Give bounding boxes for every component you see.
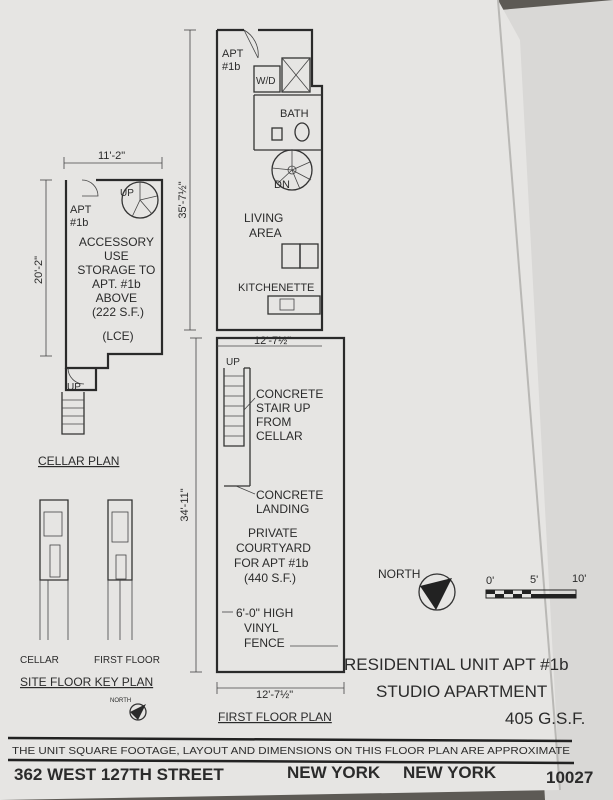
- concrete-stair: [223, 368, 245, 447]
- ff-width-dimension: 12'-7½": [254, 335, 291, 347]
- sink: [271, 127, 283, 141]
- footer-street: 362 WEST 127TH STREET: [14, 765, 224, 784]
- scale-label-10: 10': [572, 573, 586, 585]
- ff-bottom-width-dimension: 12'-7½": [256, 689, 293, 701]
- stove: [281, 243, 301, 269]
- cellar-apt-label: APT #1b: [70, 204, 94, 229]
- scale-bar: [485, 589, 577, 599]
- key-plan-north-label: NORTH: [110, 698, 131, 704]
- apartment-outline: [215, 28, 324, 332]
- dn-label: DN: [274, 179, 290, 191]
- first-floor-plan-title: FIRST FLOOR PLAN: [218, 710, 332, 724]
- cellar-up-label-top: UP: [120, 188, 134, 199]
- footer-zip: 10027: [546, 768, 593, 787]
- courtyard-note: PRIVATE COURTYARD FOR APT #1b (440 S.F.): [234, 526, 314, 585]
- legend: NORTH 0' 5' 10': [378, 567, 586, 611]
- north-arrow-icon: [418, 573, 456, 611]
- unit-title-line1: RESIDENTIAL UNIT APT #1b: [344, 655, 569, 674]
- kitchen-counter: [267, 295, 321, 315]
- stair-up-label: UP: [226, 357, 240, 368]
- washer-dryer: [253, 65, 281, 93]
- site-key-plan: CELLAR FIRST FLOOR SITE FLOOR KEY PLAN N…: [20, 499, 160, 721]
- key-plan-first-floor-label: FIRST FLOOR: [94, 655, 160, 666]
- footer-city: NEW YORK: [287, 763, 381, 782]
- bath-label: BATH: [280, 108, 309, 120]
- first-floor-plan: APT #1b W/D BATH DN LIVING AREA KITCHENE…: [177, 28, 346, 724]
- site-floor-key-plan-title: SITE FLOOR KEY PLAN: [20, 675, 153, 689]
- cellar-stair: [61, 392, 85, 435]
- cellar-up-label-bottom: UP: [67, 382, 81, 393]
- courtyard-dimension: 34'-11": [179, 488, 191, 521]
- scale-label-5: 5': [530, 574, 538, 586]
- wd-label: W/D: [256, 76, 275, 87]
- ff-apt-label: APT #1b: [222, 48, 246, 73]
- kitchenette-label: KITCHENETTE: [238, 282, 314, 294]
- lce-label: (LCE): [102, 329, 133, 343]
- toilet: [294, 122, 310, 142]
- courtyard-outline: [215, 336, 346, 674]
- footer-state: NEW YORK: [403, 763, 497, 782]
- north-label: NORTH: [378, 567, 420, 581]
- living-area-label: LIVING AREA: [244, 211, 287, 240]
- fence-note: 6'-0" HIGH VINYL FENCE: [236, 606, 297, 650]
- cellar-height-dimension: 20'-2": [33, 256, 45, 284]
- fridge: [299, 243, 319, 269]
- cellar-plan-title: CELLAR PLAN: [38, 454, 119, 468]
- unit-title-line2: STUDIO APARTMENT: [376, 682, 547, 701]
- key-plan-cellar-label: CELLAR: [20, 655, 59, 666]
- unit-title-line3: 405 G.S.F.: [505, 709, 585, 728]
- storage-note: ACCESSORY USE STORAGE TO APT. #1b ABOVE …: [77, 235, 158, 319]
- ff-height-dimension: 35'-7½": [177, 181, 189, 218]
- cellar-width-dimension: 11'-2": [98, 150, 125, 162]
- concrete-stair-note: CONCRETE STAIR UP FROM CELLAR: [256, 387, 327, 443]
- cellar-plan: 11'-2" 20'-2" UP APT #1b ACCESSORY USE S…: [33, 150, 164, 468]
- disclaimer-text: THE UNIT SQUARE FOOTAGE, LAYOUT AND DIME…: [12, 746, 570, 757]
- shower: [281, 57, 311, 93]
- concrete-landing-note: CONCRETE LANDING: [256, 488, 327, 516]
- scale-label-0: 0': [486, 575, 494, 587]
- unit-title-block: RESIDENTIAL UNIT APT #1b STUDIO APARTMEN…: [344, 655, 585, 728]
